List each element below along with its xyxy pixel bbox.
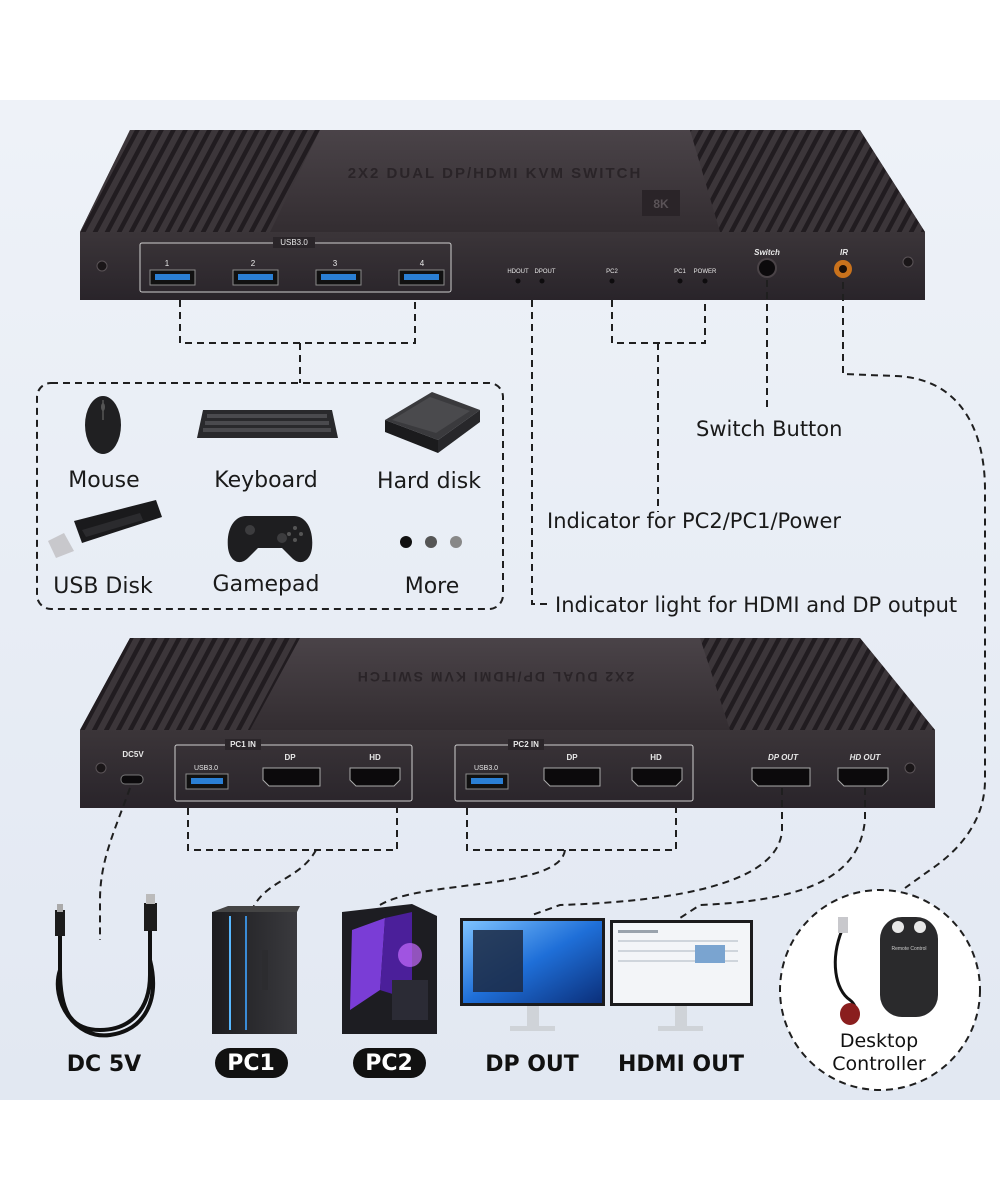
- dc-cable-icon: [55, 894, 157, 1038]
- remote-print: Remote Control: [891, 946, 926, 952]
- svg-text:2: 2: [251, 259, 256, 268]
- pc1-led-label: PC1: [674, 269, 686, 275]
- usb-devices-panel: Mouse Keyboard Hard disk USB Disk: [36, 382, 504, 610]
- controller-caption-line1: Desktop: [840, 1030, 918, 1052]
- usb-port-2[interactable]: 2: [232, 259, 279, 286]
- product-infographic: 2X2 DUAL DP/HDMI KVM SWITCH 8K USB3.0 1 …: [0, 100, 1000, 1100]
- pc2-led-label: PC2: [606, 269, 618, 275]
- mouse-icon: [85, 396, 121, 454]
- controller-caption-line2: Controller: [832, 1053, 926, 1075]
- desktop-controller-group: Remote Control Desktop Controller: [779, 889, 981, 1091]
- pc2-tower-icon: [342, 904, 437, 1034]
- ir-label: IR: [840, 248, 848, 257]
- more-label: More: [405, 574, 460, 599]
- mouse-label: Mouse: [68, 468, 139, 493]
- pc2-in-label: PC2 IN: [513, 740, 539, 749]
- power-led: [702, 278, 708, 284]
- connector-lines-top: [179, 280, 986, 889]
- pc1-dp-port[interactable]: [262, 767, 321, 787]
- pc2-led: [609, 278, 615, 284]
- remote-control-icon: [880, 917, 938, 1017]
- gamepad-icon: [227, 516, 313, 563]
- svg-text:3: 3: [333, 259, 338, 268]
- dpout-led-label: DPOUT: [535, 269, 556, 275]
- pc1-tower-icon: [212, 906, 300, 1034]
- hdout-led-label: HDOUT: [507, 269, 529, 275]
- pc2-dp-port[interactable]: [543, 767, 601, 787]
- more-dots-icon: [400, 536, 462, 548]
- svg-text:1: 1: [165, 259, 170, 268]
- infographic-canvas: 2X2 DUAL DP/HDMI KVM SWITCH 8K USB3.0 1 …: [36, 130, 986, 1091]
- dp-out-port-label: DP OUT: [768, 753, 799, 762]
- screw-icon: [95, 762, 107, 774]
- pc1-hd-port[interactable]: [349, 767, 401, 787]
- pc2-hd-label: HD: [650, 753, 662, 762]
- pc1-caption: PC1: [227, 1051, 275, 1076]
- dp-out-caption: DP OUT: [485, 1052, 579, 1077]
- pc2-pill: [353, 1048, 426, 1078]
- usb-port-1[interactable]: 1: [149, 259, 196, 286]
- usb-port-4[interactable]: 4: [398, 259, 445, 286]
- switch-button[interactable]: [757, 258, 777, 278]
- pc2-in-frame: [454, 744, 694, 802]
- usb-disk-icon: [48, 500, 162, 558]
- pc2-usb-port[interactable]: [465, 773, 509, 790]
- rear-top-engraving: 2X2 DUAL DP/HDMI KVM SWITCH: [356, 669, 635, 685]
- dc5v-port[interactable]: [120, 774, 144, 785]
- usb-disk-label: USB Disk: [53, 574, 153, 599]
- hard-disk-label: Hard disk: [377, 469, 481, 494]
- keyboard-icon: [197, 410, 338, 438]
- power-led-label: POWER: [694, 269, 717, 275]
- indicator-output-callout: Indicator light for HDMI and DP output: [555, 593, 957, 617]
- badge-8k: [642, 190, 680, 216]
- dp-out-port[interactable]: [751, 767, 811, 787]
- top-engraving: 2X2 DUAL DP/HDMI KVM SWITCH: [348, 165, 643, 182]
- pc2-caption: PC2: [365, 1051, 413, 1076]
- gamepad-label: Gamepad: [213, 572, 320, 597]
- pc2-usb-label: USB3.0: [474, 765, 498, 772]
- screw-icon: [96, 260, 108, 272]
- pc1-hd-label: HD: [369, 753, 381, 762]
- switch-label: Switch: [754, 248, 780, 257]
- badge-8k-text: 8K: [653, 197, 669, 211]
- pc1-usb-port[interactable]: [185, 773, 229, 790]
- hard-disk-icon: [385, 392, 480, 453]
- switch-button-callout: Switch Button: [696, 417, 842, 441]
- keyboard-label: Keyboard: [214, 468, 317, 493]
- remote-button-icon: [892, 921, 904, 933]
- pc2-hd-port[interactable]: [631, 767, 683, 787]
- rear-kvm-unit: 2X2 DUAL DP/HDMI KVM SWITCH DC5V PC1 IN …: [80, 638, 935, 808]
- screw-icon: [904, 762, 916, 774]
- pc1-usb-label: USB3.0: [194, 765, 218, 772]
- indicator-pc-callout: Indicator for PC2/PC1/Power: [547, 509, 841, 533]
- connector-lines-bottom: [99, 787, 866, 940]
- dc5v-port-label: DC5V: [122, 750, 144, 759]
- ir-receiver-icon: [840, 1003, 860, 1025]
- pc2-dp-label: DP: [566, 753, 578, 762]
- remote-button-icon: [914, 921, 926, 933]
- hdmi-out-caption: HDMI OUT: [618, 1052, 744, 1077]
- pc1-led: [677, 278, 683, 284]
- pc1-dp-label: DP: [284, 753, 296, 762]
- hd-out-port[interactable]: [837, 767, 889, 787]
- pc1-pill: [215, 1048, 288, 1078]
- dp-monitor-icon: [460, 918, 605, 1031]
- hdout-led: [515, 278, 521, 284]
- dpout-led: [539, 278, 545, 284]
- hd-out-port-label: HD OUT: [850, 753, 882, 762]
- front-kvm-unit: 2X2 DUAL DP/HDMI KVM SWITCH 8K USB3.0 1 …: [80, 130, 925, 300]
- usb-port-3[interactable]: 3: [315, 259, 362, 286]
- screw-icon: [902, 256, 914, 268]
- pc1-in-label: PC1 IN: [230, 740, 256, 749]
- hdmi-monitor-icon: [610, 920, 753, 1031]
- usb-group-label: USB3.0: [280, 238, 308, 247]
- dc5v-caption: DC 5V: [67, 1052, 141, 1077]
- svg-text:4: 4: [420, 259, 425, 268]
- pc1-in-frame: [174, 744, 413, 802]
